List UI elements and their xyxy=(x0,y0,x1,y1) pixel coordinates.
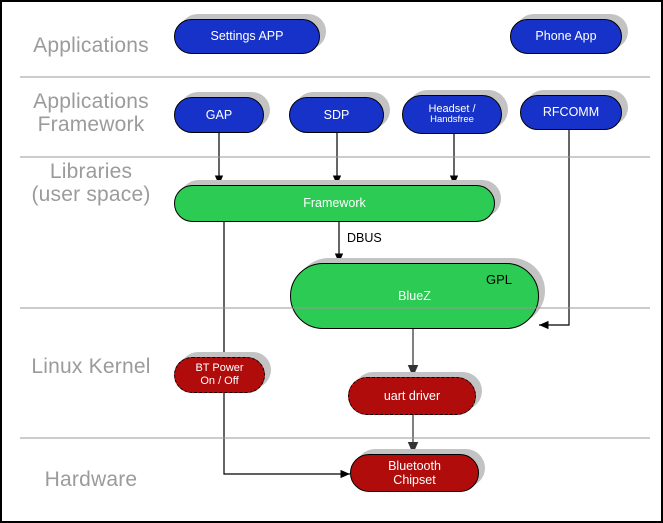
layer-label-text: Applications xyxy=(33,34,149,57)
layer-label-libraries-user-space: Libraries (user space) xyxy=(10,160,172,206)
node-framework: Framework xyxy=(174,185,495,222)
node-headset-handsfree: Headset / Handsfree xyxy=(402,95,502,134)
layer-label-text: Applications xyxy=(33,90,149,113)
node-label: Bluetooth xyxy=(388,458,441,473)
node-bt-power-on-off: BT Power On / Off xyxy=(174,357,265,393)
edge-label-text: DBUS xyxy=(347,231,382,245)
layer-label-applications-framework: Applications Framework xyxy=(10,90,172,136)
node-label: On / Off xyxy=(200,375,239,387)
layer-label-text: Libraries xyxy=(49,160,133,183)
node-label: Phone App xyxy=(535,29,597,44)
layer-label-text: (user space) xyxy=(31,183,151,206)
edge-rfcomm-to-bluez xyxy=(539,130,570,330)
layer-label-text: Hardware xyxy=(44,468,138,491)
node-label: Settings APP xyxy=(210,29,284,44)
node-bluetooth-chipset: Bluetooth Chipset xyxy=(350,454,479,492)
node-sdp: SDP xyxy=(289,97,384,133)
layer-label-hardware: Hardware xyxy=(10,468,172,491)
node-label: RFCOMM xyxy=(542,105,600,120)
layer-label-applications: Applications xyxy=(10,34,172,57)
node-label: BlueZ xyxy=(398,288,431,303)
node-label: uart driver xyxy=(383,388,441,403)
node-label: Handsfree xyxy=(430,114,474,126)
node-settings-app: Settings APP xyxy=(174,19,320,54)
node-label: Headset / xyxy=(428,102,476,115)
node-label: GAP xyxy=(205,107,233,122)
node-uart-driver: uart driver xyxy=(348,377,476,415)
node-label: BT Power xyxy=(195,362,244,375)
node-bluez: BlueZ GPL xyxy=(290,263,539,329)
node-label: SDP xyxy=(323,107,350,122)
layer-label-text: Linux Kernel xyxy=(31,355,151,378)
node-label: Framework xyxy=(303,196,366,211)
node-label: Chipset xyxy=(393,473,436,487)
edge-framework-to-chipset-via-btpower xyxy=(223,222,350,479)
node-phone-app: Phone App xyxy=(510,19,622,54)
layer-label-linux-kernel: Linux Kernel xyxy=(10,355,172,378)
node-rfcomm: RFCOMM xyxy=(520,95,622,130)
layer-label-text: Framework xyxy=(37,113,145,136)
dbus-edge-label: DBUS xyxy=(347,231,382,245)
gpl-license-tag: GPL xyxy=(485,272,512,287)
node-gap: GAP xyxy=(174,97,264,133)
